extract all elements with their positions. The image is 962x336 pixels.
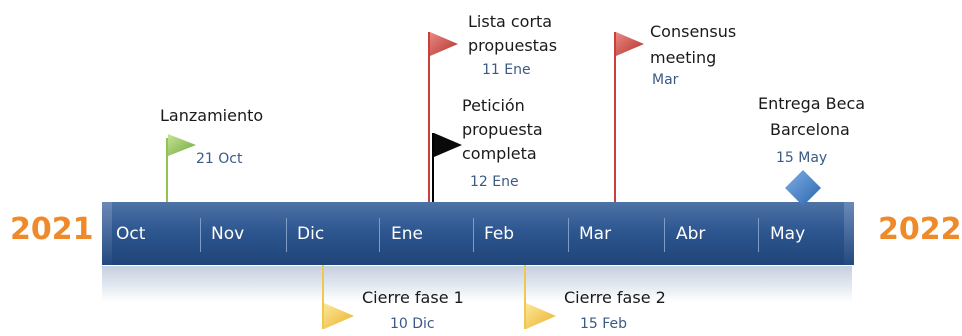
month-separator	[664, 218, 665, 252]
month-ene: Ene	[391, 224, 423, 244]
timeline-band-right-cap	[844, 202, 854, 265]
milestone-label-lanzamiento: Lanzamiento	[160, 106, 264, 125]
red-flag-icon	[616, 32, 644, 56]
month-separator	[286, 218, 287, 252]
milestone-pole-cierre-fase-2	[524, 265, 526, 329]
yellow-flag-icon	[526, 303, 556, 329]
milestone-pole-lanzamiento	[166, 138, 168, 202]
milestone-date-peticion: 12 Ene	[470, 174, 519, 190]
timeline-band	[102, 202, 854, 265]
milestone-date-consensus: Mar	[652, 72, 679, 88]
milestone-label-lista-corta-line2: propuestas	[468, 36, 558, 55]
month-separator	[379, 218, 380, 252]
red-flag-icon	[430, 32, 458, 56]
milestone-label-peticion-line1: Petición	[462, 96, 525, 115]
month-nov: Nov	[211, 224, 245, 244]
milestone-label-consensus-line2: meeting	[650, 48, 717, 67]
black-flag-icon	[434, 133, 462, 157]
milestone-date-cierre-fase-2: 15 Feb	[580, 316, 628, 332]
month-mar: Mar	[579, 224, 612, 244]
month-abr: Abr	[676, 224, 706, 244]
milestone-pole-consensus	[614, 32, 616, 202]
month-separator	[568, 218, 569, 252]
milestone-label-cierre-fase-2: Cierre fase 2	[564, 288, 666, 307]
month-feb: Feb	[484, 224, 515, 244]
year-start-label: 2021	[10, 212, 94, 247]
milestone-date-lista-corta: 11 Ene	[482, 62, 531, 78]
green-flag-icon	[168, 134, 196, 156]
milestone-pole-peticion	[432, 133, 434, 202]
diamond-marker-icon	[785, 170, 821, 206]
timeline-reflection	[102, 266, 852, 302]
milestone-pole-cierre-fase-1	[322, 265, 324, 329]
milestone-label-entrega-line1: Entrega Beca	[758, 94, 866, 113]
month-dic: Dic	[297, 224, 325, 244]
year-end-label: 2022	[878, 212, 962, 247]
month-separator	[200, 218, 201, 252]
month-separator	[473, 218, 474, 252]
milestone-label-peticion-line3: completa	[462, 144, 537, 163]
milestone-label-entrega-line2: Barcelona	[770, 120, 850, 139]
milestone-label-lista-corta-line1: Lista corta	[468, 12, 553, 31]
milestone-label-peticion-line2: propuesta	[462, 120, 543, 139]
milestone-label-consensus-line1: Consensus	[650, 22, 737, 41]
month-separator	[758, 218, 759, 252]
milestone-label-cierre-fase-1: Cierre fase 1	[362, 288, 464, 307]
milestone-date-lanzamiento: 21 Oct	[196, 151, 243, 167]
timeline-band-left-cap	[102, 202, 112, 265]
yellow-flag-icon	[324, 303, 354, 329]
milestone-pole-lista-corta	[428, 32, 430, 202]
month-oct: Oct	[116, 224, 146, 244]
milestone-date-cierre-fase-1: 10 Dic	[390, 316, 435, 332]
milestone-date-entrega: 15 May	[776, 150, 828, 166]
month-may: May	[770, 224, 806, 244]
